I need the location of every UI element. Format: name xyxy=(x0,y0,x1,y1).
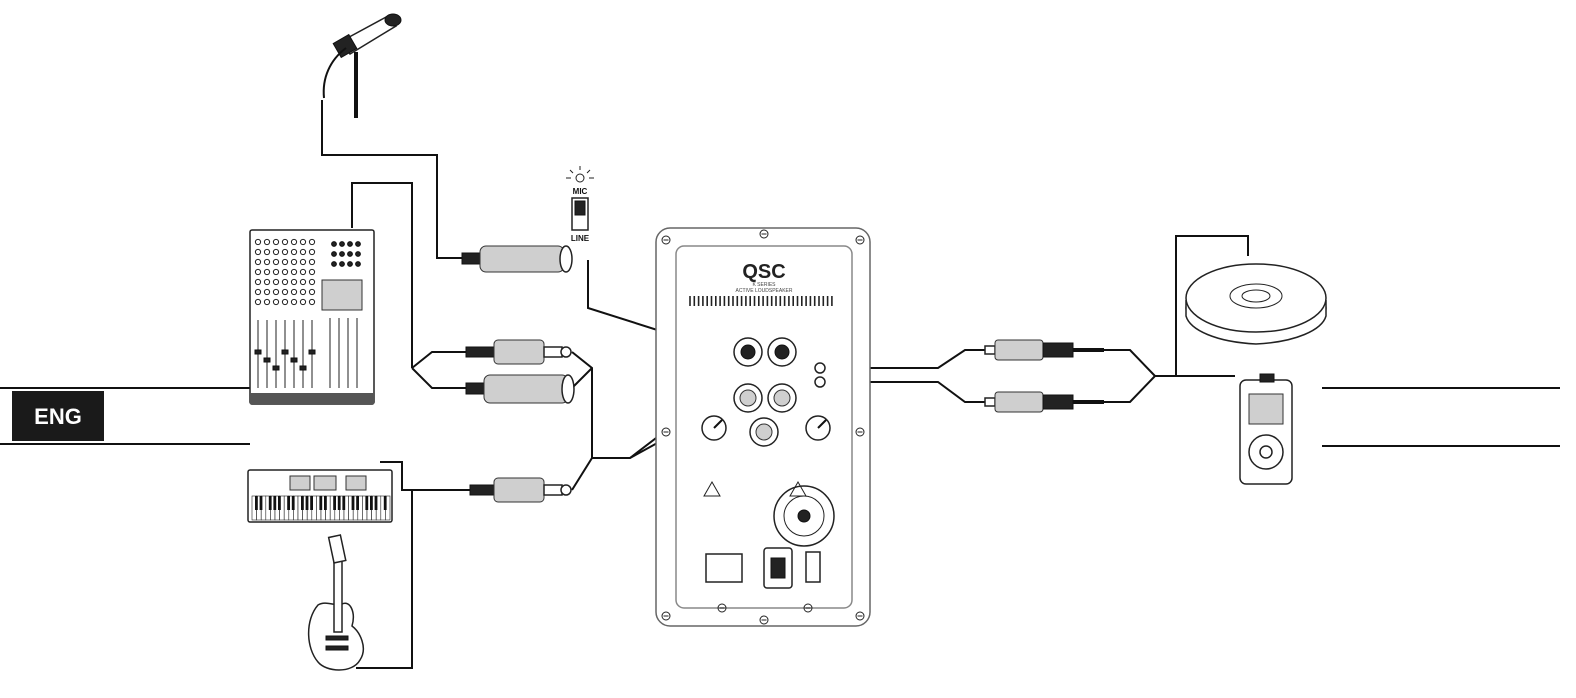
xlr-connector-mixer xyxy=(465,374,575,404)
microphone-icon xyxy=(322,13,402,118)
panel-model: K SERIES xyxy=(752,282,776,288)
rca-plug-left xyxy=(984,339,1104,361)
jack-plug-mono xyxy=(469,477,572,503)
language-badge: ENG xyxy=(12,391,104,441)
jack-plug-stereo xyxy=(465,339,572,365)
cd-player-icon xyxy=(1185,263,1327,345)
guitar-icon xyxy=(307,534,364,671)
keyboard-icon xyxy=(247,469,393,523)
language-badge-label: ENG xyxy=(34,404,82,429)
switch-mic-label: MIC xyxy=(573,187,588,196)
horizontal-rules xyxy=(0,387,1560,447)
xlr-connector-mic xyxy=(461,245,573,273)
panel-brand: QSC xyxy=(742,261,785,283)
speaker-rear-panel: QSC K SERIES ACTIVE LOUDSPEAKER xyxy=(655,227,871,627)
rca-plug-right xyxy=(984,391,1104,413)
mixer-icon xyxy=(249,229,375,405)
panel-subtitle: ACTIVE LOUDSPEAKER xyxy=(736,288,793,294)
mp3-player-icon xyxy=(1239,373,1293,485)
mic-line-switch: MIC LINE xyxy=(566,166,594,243)
switch-line-label: LINE xyxy=(571,234,590,243)
